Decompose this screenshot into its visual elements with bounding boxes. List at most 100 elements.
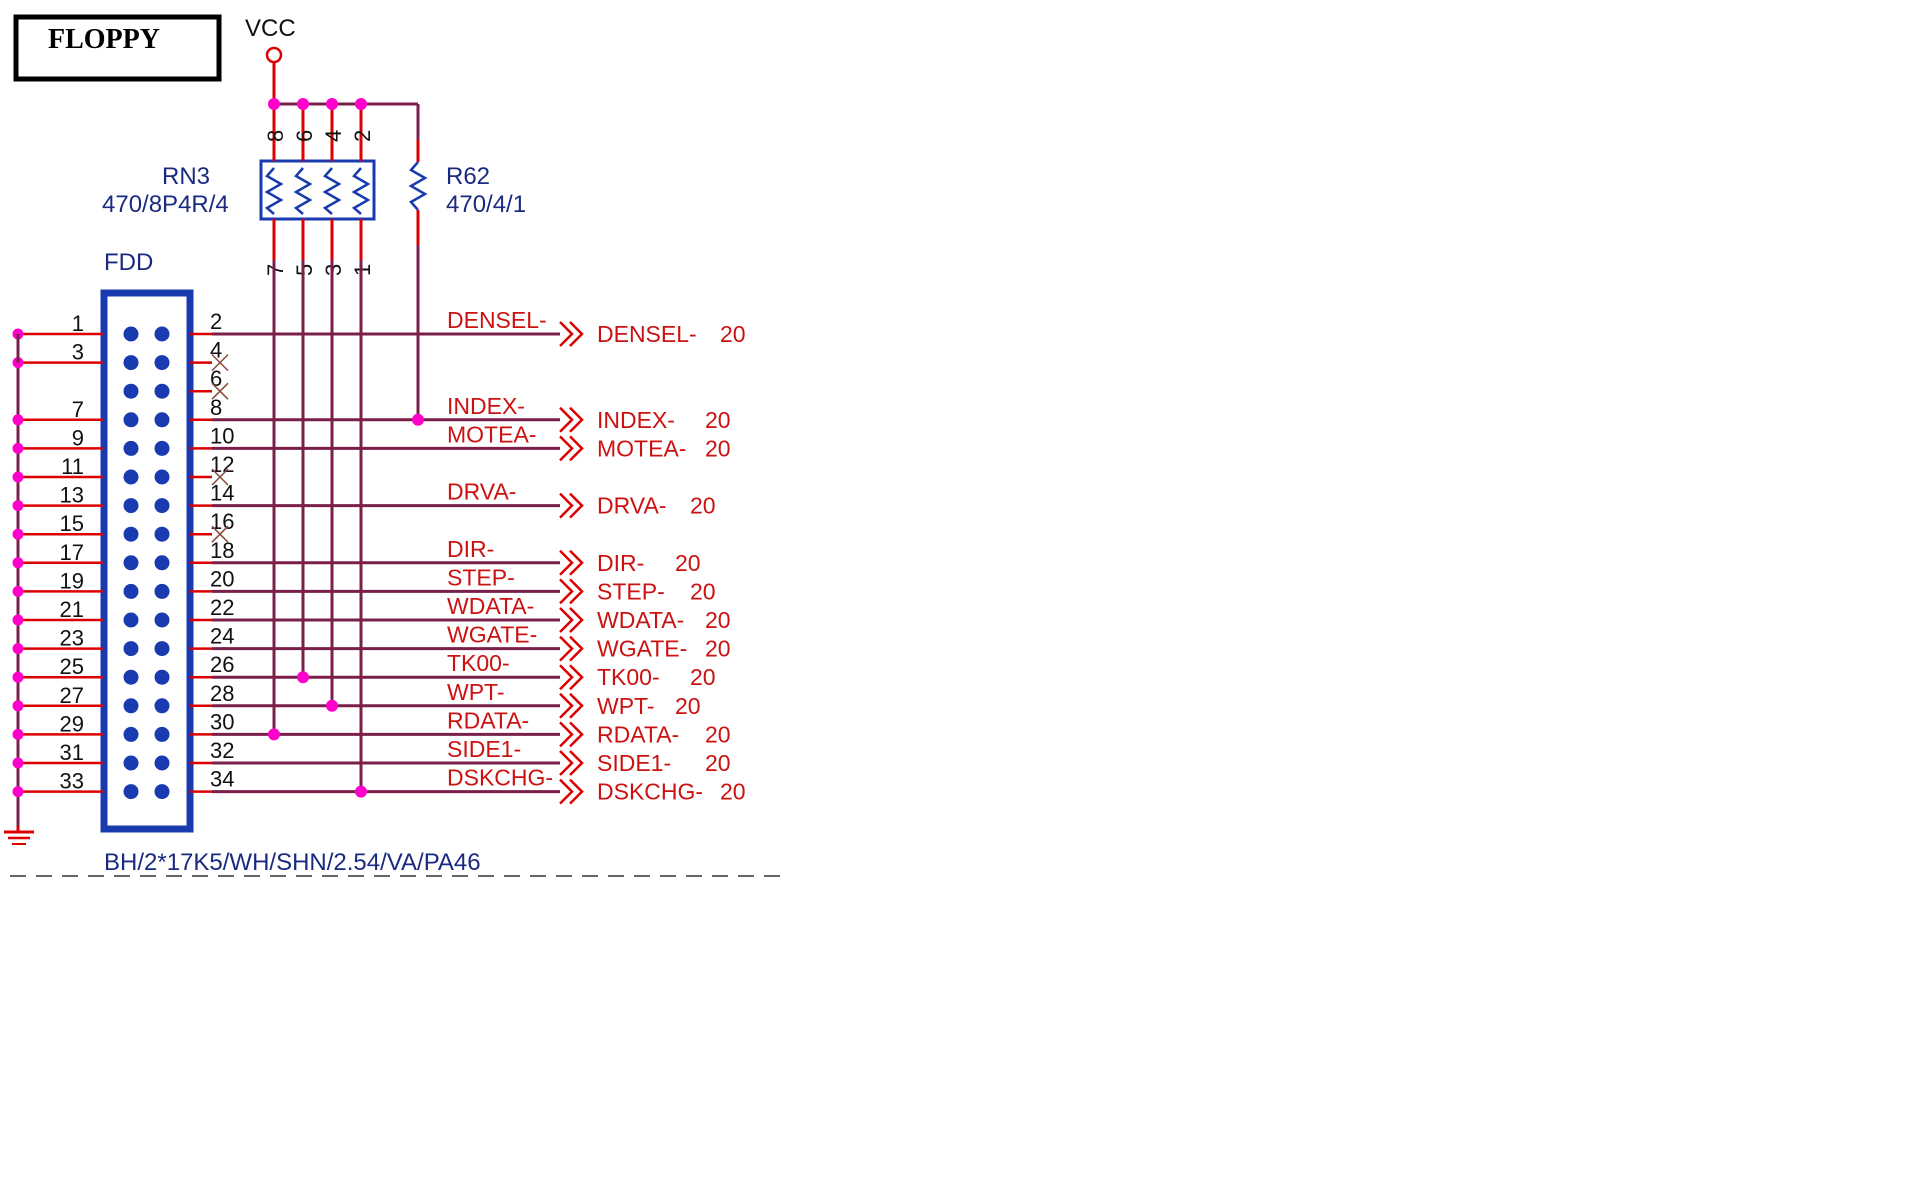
left-pin-number: 31	[60, 740, 84, 765]
off-sheet-port-label: DRVA-	[597, 493, 666, 519]
left-pin-number: 7	[72, 397, 84, 422]
off-sheet-port-label: WDATA-	[597, 607, 684, 633]
left-pin-number: 21	[60, 597, 84, 622]
right-pin-number: 16	[210, 509, 234, 534]
off-sheet-port-icon	[559, 607, 574, 633]
left-pin-number: 33	[60, 769, 84, 794]
rn3-resistor-element	[322, 167, 342, 215]
connector-pin-dot	[154, 612, 170, 628]
off-sheet-reference: 20	[720, 779, 746, 805]
off-sheet-port-label: INDEX-	[597, 407, 675, 433]
off-sheet-port-icon	[559, 721, 574, 748]
junction-dot	[355, 98, 367, 110]
off-sheet-reference: 20	[705, 407, 731, 433]
right-pin-number: 20	[210, 566, 234, 591]
connector-pin-dot	[123, 555, 139, 571]
right-pin-number: 24	[210, 624, 234, 649]
off-sheet-port-label: WGATE-	[597, 636, 687, 662]
left-pin-number: 27	[60, 683, 84, 708]
right-pin-number: 26	[210, 652, 234, 677]
right-pin-number: 28	[210, 681, 234, 706]
ground-junction-dot	[12, 557, 24, 569]
rn3-resistor-element	[293, 167, 313, 215]
fdd-part-number: BH/2*17K5/WH/SHN/2.54/VA/PA46	[104, 849, 481, 876]
ground-junction-dot	[12, 414, 24, 426]
rn3-pin-number: 6	[292, 130, 317, 142]
ground-junction-dot	[12, 786, 24, 798]
left-pin-number: 13	[60, 483, 84, 508]
off-sheet-reference: 20	[705, 435, 731, 461]
off-sheet-port-icon	[569, 321, 584, 347]
off-sheet-reference: 20	[690, 664, 716, 690]
left-pin-number: 11	[61, 454, 84, 479]
connector-pin-dot	[123, 784, 139, 800]
right-pin-number: 10	[210, 423, 234, 448]
connector-pin-dot	[154, 469, 170, 485]
connector-pin-dot	[123, 326, 139, 342]
off-sheet-port-icon	[569, 607, 584, 633]
net-label: DRVA-	[447, 479, 516, 505]
connector-pin-dot	[123, 641, 139, 657]
off-sheet-port-label: DENSEL-	[597, 321, 697, 347]
fdd-ref: FDD	[104, 249, 153, 276]
connector-pin-dot	[123, 669, 139, 685]
no-connect-x-icon	[211, 468, 229, 486]
connector-pin-dot	[123, 383, 139, 399]
ground-junction-dot	[12, 757, 24, 769]
net-label: WDATA-	[447, 593, 534, 619]
right-pin-number: 32	[210, 738, 234, 763]
off-sheet-port-icon	[569, 721, 584, 748]
ground-junction-dot	[12, 614, 24, 626]
connector-pin-dot	[123, 440, 139, 456]
right-pin-number: 8	[210, 395, 222, 420]
off-sheet-port-icon	[559, 492, 574, 519]
off-sheet-port-label: TK00-	[597, 664, 660, 690]
ground-junction-dot	[12, 728, 24, 740]
off-sheet-port-icon	[559, 750, 574, 776]
connector-pin-dot	[154, 555, 170, 571]
left-pin-number: 3	[72, 340, 84, 365]
off-sheet-reference: 20	[690, 493, 716, 519]
connector-pin-dot	[154, 726, 170, 742]
left-pin-number: 17	[60, 540, 84, 565]
right-pin-number: 34	[210, 767, 234, 792]
no-connect-x-icon	[211, 354, 229, 372]
off-sheet-reference: 20	[720, 321, 746, 347]
left-pin-number: 15	[60, 511, 84, 536]
net-label: DIR-	[447, 536, 494, 562]
connector-pin-dot	[123, 698, 139, 714]
r62-value: 470/4/1	[446, 191, 526, 218]
off-sheet-port-icon	[569, 578, 584, 605]
right-pin-number: 22	[210, 595, 234, 620]
off-sheet-reference: 20	[705, 721, 731, 747]
rn3-pin-number: 8	[263, 130, 288, 142]
left-pin-number: 1	[72, 311, 84, 336]
off-sheet-reference: 20	[675, 693, 701, 719]
off-sheet-reference: 20	[705, 750, 731, 776]
off-sheet-port-icon	[569, 750, 584, 776]
off-sheet-port-icon	[569, 635, 584, 662]
left-pin-number: 25	[60, 654, 84, 679]
net-label: MOTEA-	[447, 421, 536, 447]
junction-dot	[355, 785, 367, 798]
connector-pin-dot	[123, 583, 139, 599]
off-sheet-port-icon	[559, 406, 574, 433]
ground-junction-dot	[12, 643, 24, 655]
off-sheet-port-icon	[569, 664, 584, 691]
connector-pin-dot	[123, 726, 139, 742]
off-sheet-reference: 20	[705, 607, 731, 633]
ground-junction-dot	[12, 471, 24, 483]
page-title: FLOPPY	[48, 24, 160, 55]
connector-pin-dot	[154, 440, 170, 456]
off-sheet-port-icon	[559, 635, 574, 662]
off-sheet-port-icon	[559, 578, 574, 605]
off-sheet-port-icon	[559, 435, 574, 462]
off-sheet-port-icon	[569, 406, 584, 433]
left-pin-number: 29	[60, 711, 84, 736]
connector-pin-dot	[123, 355, 139, 371]
off-sheet-port-label: DSKCHG-	[597, 779, 703, 805]
connector-pin-dot	[123, 526, 139, 542]
junction-dot	[268, 728, 280, 741]
net-label: DSKCHG-	[447, 765, 553, 791]
